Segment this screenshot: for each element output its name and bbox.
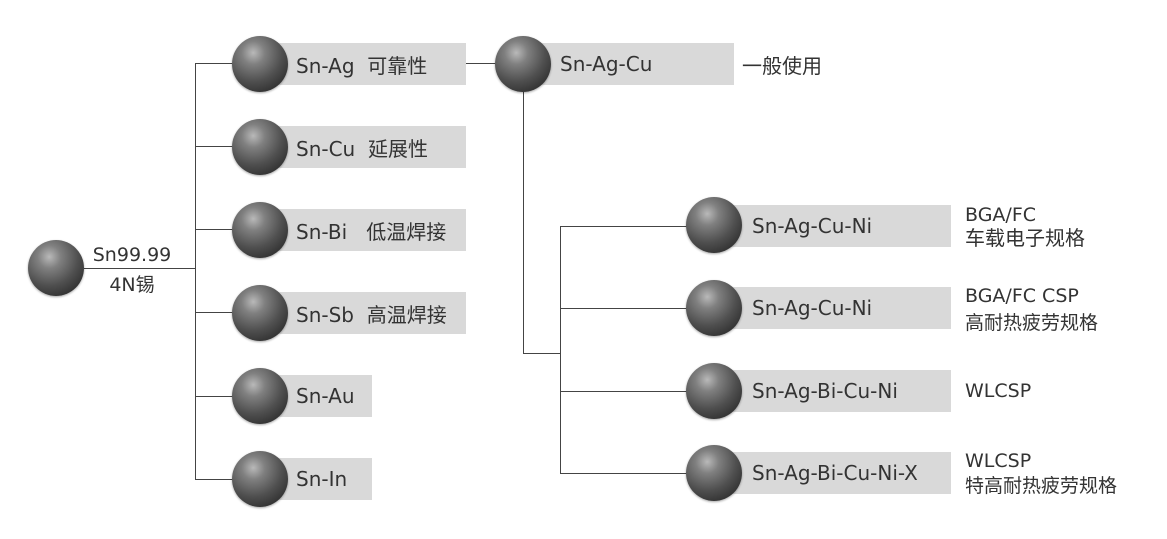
level3-ball — [686, 197, 742, 253]
level3-label: Sn-Ag-Cu-Ni — [717, 287, 951, 329]
level3-label: Sn-Ag-Bi-Cu-Ni-X — [717, 452, 951, 494]
level3-ball — [686, 280, 742, 336]
level3-note-line1: BGA/FC — [965, 203, 1036, 227]
level1-ball — [232, 285, 288, 341]
level1-label: Sn-Ag 可靠性 — [262, 43, 466, 85]
level3-note-line1: WLCSP — [965, 379, 1031, 403]
level2-label: Sn-Ag-Cu — [526, 43, 734, 85]
connector-level1-5 — [195, 479, 237, 480]
root-label-line1: Sn99.99 — [87, 243, 177, 267]
level3-ball — [686, 445, 742, 501]
level3-note-line2: 车载电子规格 — [965, 226, 1085, 250]
connector-trunk-level3 — [560, 226, 561, 474]
level3-note-line1: BGA/FC CSP — [965, 284, 1079, 308]
connector-level3-0 — [560, 226, 690, 227]
level1-ball — [232, 451, 288, 507]
level3-label: Sn-Ag-Bi-Cu-Ni — [717, 370, 951, 412]
connector-snagcu-down — [523, 88, 524, 353]
connector-level3-2 — [560, 391, 690, 392]
level1-label: Sn-Cu 延展性 — [262, 126, 466, 168]
connector-level3-3 — [560, 473, 690, 474]
level3-note-line1: WLCSP — [965, 449, 1031, 473]
connector-trunk-level1 — [195, 63, 196, 480]
level1-ball — [232, 119, 288, 175]
root-node-ball — [28, 240, 84, 296]
connector-level1-1 — [195, 146, 237, 147]
connector-level1-0 — [195, 63, 237, 64]
connector-root — [84, 268, 196, 269]
level3-ball — [686, 363, 742, 419]
connector-level3-1 — [560, 308, 690, 309]
level2-note: 一般使用 — [742, 54, 822, 78]
root-label-line2: 4N锡 — [87, 273, 177, 297]
level1-ball — [232, 368, 288, 424]
level1-ball — [232, 202, 288, 258]
connector-level1-2 — [195, 229, 237, 230]
connector-snagcu-to-trunk — [523, 353, 561, 354]
level1-ball — [232, 36, 288, 92]
connector-level1-3 — [195, 312, 237, 313]
level2-ball — [495, 36, 551, 92]
level3-note-line2: 特高耐热疲劳规格 — [965, 474, 1117, 498]
level1-label: Sn-Sb 高温焊接 — [262, 292, 466, 334]
connector-level1-4 — [195, 396, 237, 397]
level1-label: Sn-Bi 低温焊接 — [262, 209, 466, 251]
level3-note-line2: 高耐热疲劳规格 — [965, 311, 1098, 335]
level3-label: Sn-Ag-Cu-Ni — [717, 205, 951, 247]
